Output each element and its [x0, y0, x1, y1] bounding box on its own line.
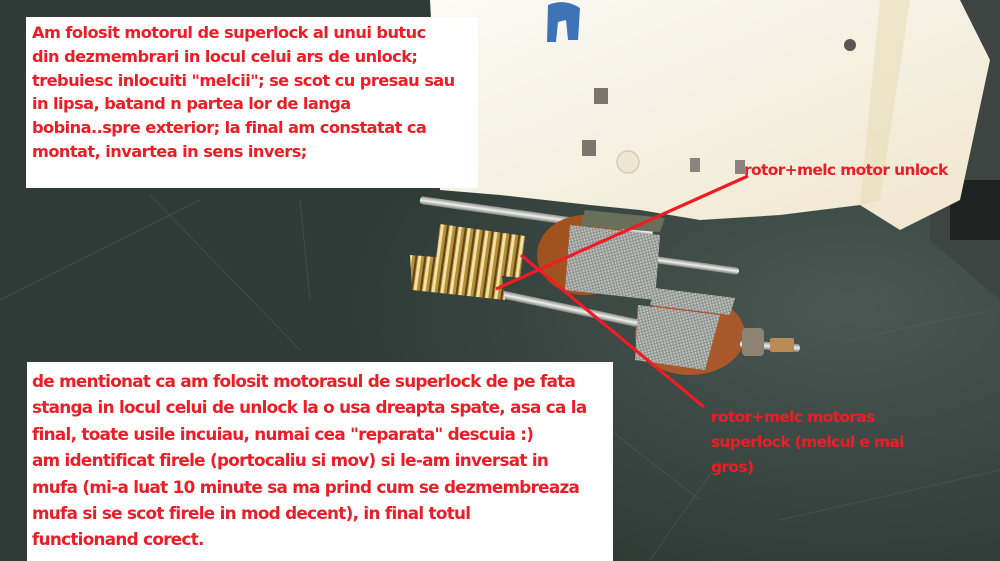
top-note-line: Am folosit motorul de superlock al unui …: [32, 23, 426, 42]
lock-actuator-housing: [430, 0, 990, 230]
label-unlock-motor: rotor+melc motor unlock: [744, 158, 948, 183]
bottom-note-line: functionand corect.: [32, 529, 204, 550]
top-note-line: trebuiesc inlocuiti "melcii"; se scot cu…: [32, 70, 455, 90]
bottom-note-line: am identificat firele (portocaliu si mov…: [32, 450, 549, 471]
bottom-note-line: mufa (mi-a luat 10 minute sa ma prind cu…: [32, 476, 580, 497]
bench-scratches: [0, 194, 1000, 561]
label-line: rotor+melc motor unlock: [744, 161, 948, 179]
bottom-note-line: final, toate usile incuiau, numai cea "r…: [32, 423, 534, 444]
label-superlock-motor: rotor+melc motoras superlock (melcul e m…: [711, 405, 905, 480]
bottom-note-box: de mentionat ca am folosit motorasul de …: [27, 362, 613, 561]
bottom-note-line: de mentionat ca am folosit motorasul de …: [32, 371, 576, 391]
screw-hole: [844, 39, 856, 51]
bottom-note-line: mufa si se scot firele in mod decent), i…: [32, 503, 471, 524]
bottom-note-line: stanga in locul celui de unlock la o usa…: [32, 397, 587, 418]
top-note-box: Am folosit motorul de superlock al unui …: [26, 17, 478, 188]
label-line: superlock (melcul e mai: [711, 433, 905, 451]
label-line: gros): [711, 458, 754, 476]
top-note-line: in lipsa, batand n partea lor de langa: [32, 94, 351, 114]
top-note-line: din dezmembrari in locul celui ars de un…: [32, 46, 418, 66]
label-line: rotor+melc motoras: [711, 408, 875, 426]
top-note-line: bobina..spre exterior; la final am const…: [32, 118, 427, 138]
top-note-line: montat, invartea in sens invers;: [32, 141, 307, 161]
blue-capacitor: [547, 2, 580, 43]
